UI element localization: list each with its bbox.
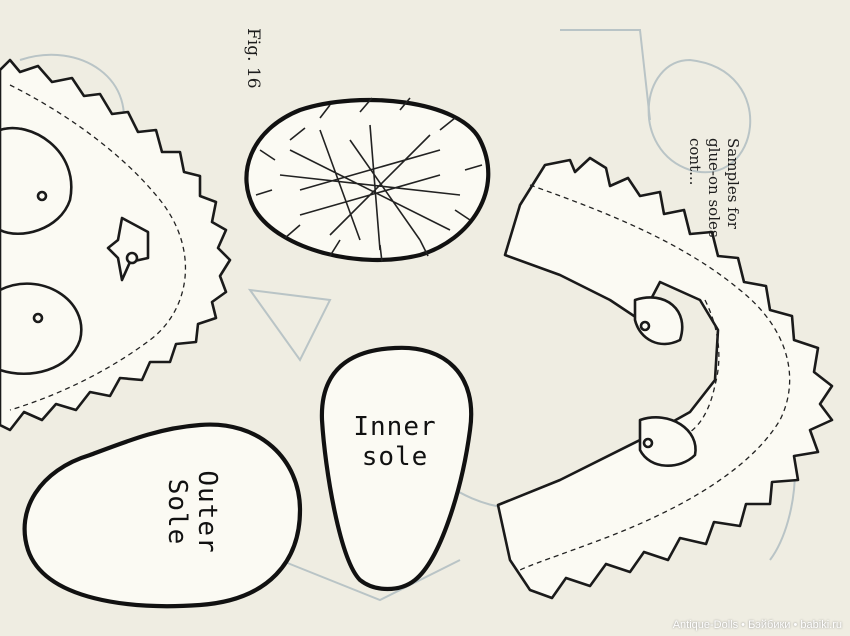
right-shoe-upper <box>496 156 834 600</box>
watermark: Antique-Dolls • Бэйбики • babiki.ru <box>672 619 842 631</box>
inner-sole-label-line-1: Inner <box>353 412 437 442</box>
inner-sole-piece <box>319 345 474 592</box>
inner-sole-label: Inner sole <box>345 412 445 472</box>
outer-sole-label-line-1: Outer <box>192 470 222 554</box>
outer-sole-label: Outer Sole <box>162 462 222 562</box>
figure-label: Fig. 16 <box>243 28 263 89</box>
caption-line-1: Samples for <box>724 138 742 229</box>
inner-sole-label-line-2: sole <box>361 442 429 472</box>
page-caption: Samples for glue-on soles cont... <box>685 138 742 238</box>
left-shoe-upper <box>0 58 232 432</box>
caption-line-2: glue-on soles <box>705 138 723 238</box>
outer-sole-piece <box>22 422 303 609</box>
outer-sole-label-line-2: Sole <box>162 478 192 546</box>
hatched-sole-piece <box>244 97 491 263</box>
caption-line-3: cont... <box>686 138 704 186</box>
